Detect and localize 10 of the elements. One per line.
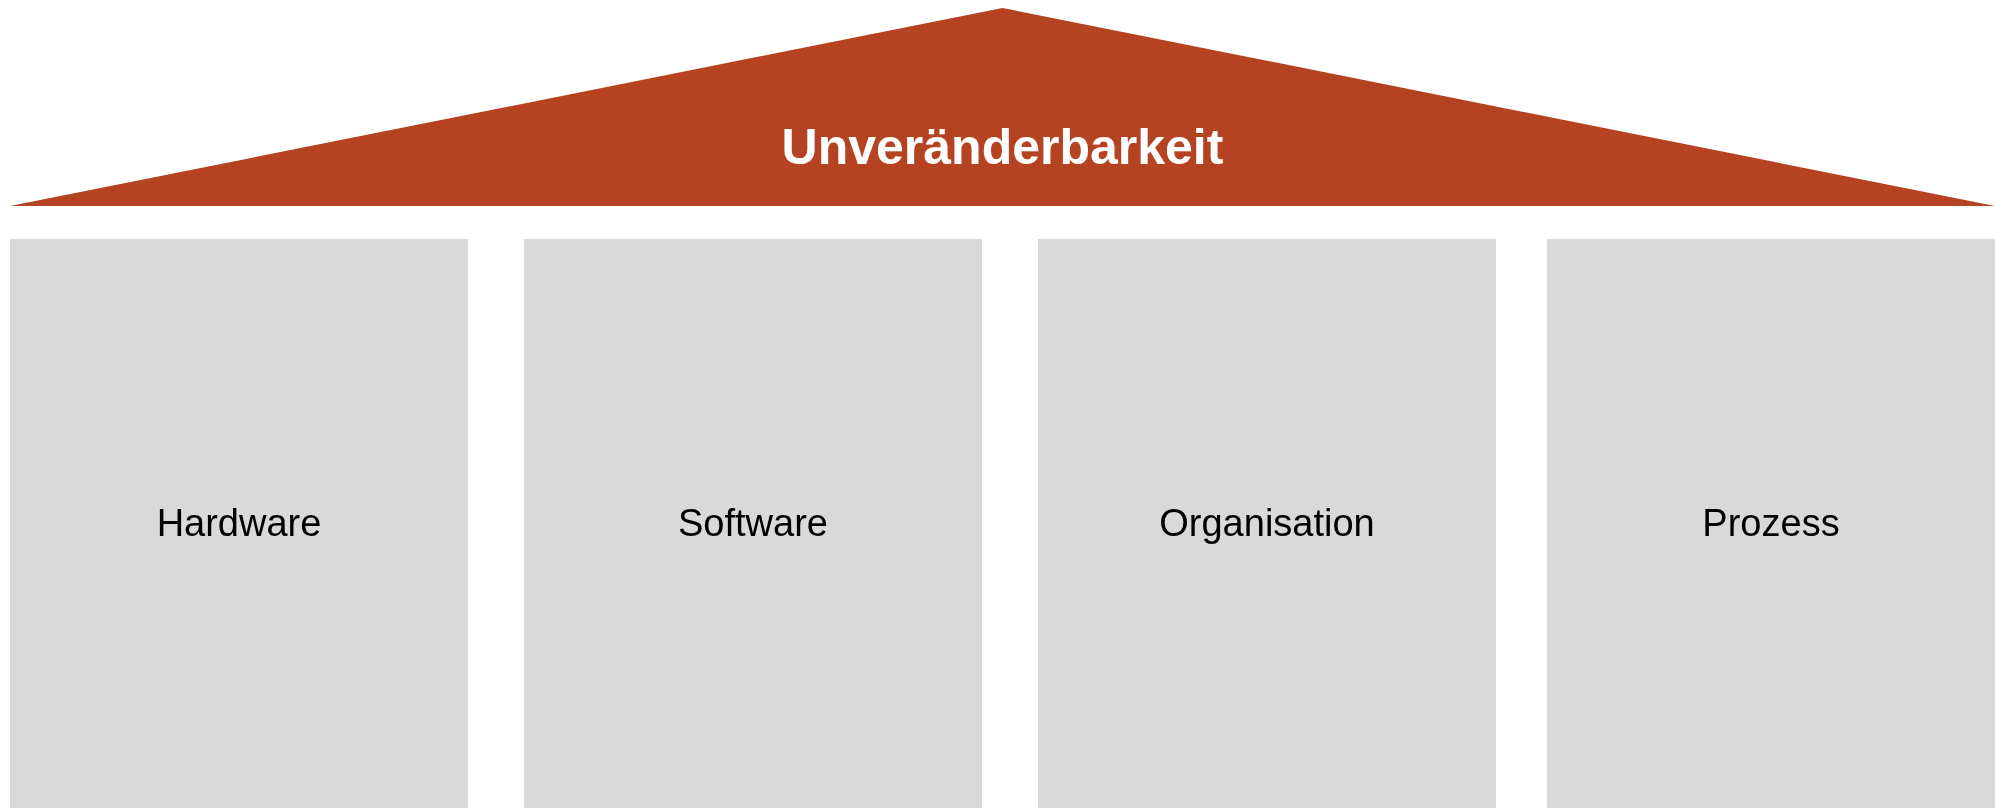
pillar-box xyxy=(1038,239,1496,808)
pillar-label: Organisation xyxy=(1159,500,1375,546)
pillar-box xyxy=(1547,239,1995,808)
pillar-box xyxy=(10,239,468,808)
roof-triangle xyxy=(10,8,1995,206)
roof-title: Unveränderbarkeit xyxy=(781,120,1224,175)
pillar-label: Prozess xyxy=(1702,500,1840,546)
pillar-label: Hardware xyxy=(156,500,322,546)
pillar-label: Software xyxy=(678,500,828,546)
pillar-box xyxy=(524,239,982,808)
